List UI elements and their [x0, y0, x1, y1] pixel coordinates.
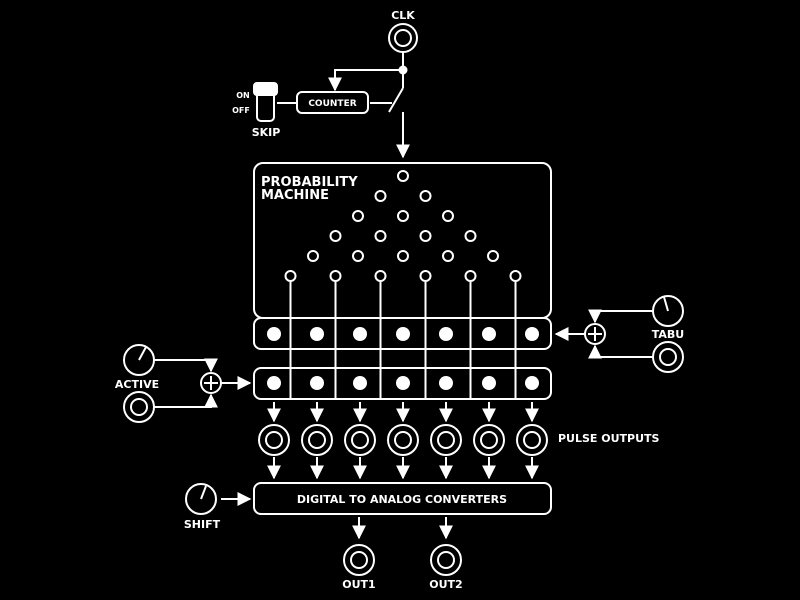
tabu-channel-leds — [267, 327, 539, 341]
channel-led — [353, 327, 367, 341]
probability-machine-title-line2: MACHINE — [261, 188, 329, 203]
tabu-label: TABU — [652, 328, 684, 341]
shift-label: SHIFT — [184, 518, 221, 531]
out2-label: OUT2 — [429, 578, 462, 591]
pulse-output-jack-icon[interactable] — [430, 424, 462, 456]
channel-led — [525, 327, 539, 341]
channel-drop-lines — [289, 282, 517, 399]
dac-input-arrows — [267, 457, 539, 480]
jack-ring — [387, 424, 419, 456]
channel-led — [267, 327, 281, 341]
active-channel-strip — [253, 367, 552, 400]
galton-peg — [464, 270, 477, 282]
galton-peg — [464, 230, 477, 242]
channel-led — [396, 376, 410, 390]
jack-hole — [351, 431, 369, 449]
galton-peg — [374, 230, 387, 242]
tabu-signal-path — [554, 309, 653, 359]
jack-ring — [301, 424, 333, 456]
galton-peg — [419, 190, 432, 202]
tabu-channel-strip — [253, 317, 552, 350]
channel-led — [482, 376, 496, 390]
dac-box — [253, 482, 552, 515]
galton-peg — [329, 270, 342, 282]
channel-led — [396, 327, 410, 341]
pulse-output-jack-icon[interactable] — [387, 424, 419, 456]
jack-ring — [258, 424, 290, 456]
skip-off-label: OFF — [232, 106, 250, 115]
skip-label: SKIP — [252, 126, 281, 139]
galton-peg — [284, 270, 297, 282]
active-summing-junction-icon — [200, 372, 222, 394]
pulse-output-jack-icon[interactable] — [473, 424, 505, 456]
pulse-outputs-label: PULSE OUTPUTS — [558, 432, 660, 445]
galton-peg — [329, 230, 342, 242]
clk-label: CLK — [391, 9, 415, 22]
skip-on-label: ON — [236, 91, 250, 100]
probability-machine-title-line1: PROBABILITY — [261, 175, 358, 190]
out1-jack-icon[interactable] — [343, 544, 375, 576]
jack-hole — [480, 431, 498, 449]
active-signal-path — [154, 358, 252, 408]
pulse-output-jacks — [258, 424, 548, 456]
galton-peg — [352, 250, 364, 262]
shift-knob-icon[interactable] — [185, 483, 217, 515]
galton-peg — [374, 190, 387, 202]
jack-hole — [523, 431, 541, 449]
pulse-output-jack-icon[interactable] — [516, 424, 548, 456]
galton-peg — [442, 250, 454, 262]
pulse-output-arrows — [267, 402, 539, 423]
channel-led — [353, 376, 367, 390]
galton-peg — [397, 170, 409, 182]
jack-hole — [265, 431, 283, 449]
out1-label: OUT1 — [342, 578, 375, 591]
channel-led — [439, 376, 453, 390]
galton-peg — [307, 250, 319, 262]
jack-hole — [308, 431, 326, 449]
clock-signal-path — [328, 52, 410, 159]
galton-peg — [374, 270, 387, 282]
out2-jack-icon[interactable] — [430, 544, 462, 576]
jack-ring — [430, 424, 462, 456]
galton-peg — [509, 270, 522, 282]
galton-peg — [352, 210, 364, 222]
pulse-output-jack-icon[interactable] — [344, 424, 376, 456]
galton-peg — [487, 250, 499, 262]
channel-led — [267, 376, 281, 390]
tabu-summing-junction-icon — [584, 323, 606, 345]
channel-led — [439, 327, 453, 341]
galton-peg — [397, 250, 409, 262]
active-label: ACTIVE — [115, 378, 159, 391]
counter-label: COUNTER — [308, 99, 356, 109]
channel-led — [310, 376, 324, 390]
channel-led — [525, 376, 539, 390]
channel-led — [482, 327, 496, 341]
pulse-output-jack-icon[interactable] — [258, 424, 290, 456]
pulse-output-jack-icon[interactable] — [301, 424, 333, 456]
jack-ring — [473, 424, 505, 456]
galton-peg — [397, 210, 409, 222]
galton-peg — [419, 230, 432, 242]
out-arrows — [352, 517, 453, 540]
galton-peg — [442, 210, 454, 222]
galton-peg-triangle — [284, 170, 522, 282]
dac-label: DIGITAL TO ANALOG CONVERTERS — [297, 493, 507, 506]
galton-peg — [419, 270, 432, 282]
jack-ring — [516, 424, 548, 456]
active-channel-leds — [267, 376, 539, 390]
skip-toggle-switch-icon[interactable] — [253, 82, 278, 122]
jack-hole — [437, 431, 455, 449]
jack-hole — [394, 431, 412, 449]
channel-led — [310, 327, 324, 341]
jack-ring — [344, 424, 376, 456]
